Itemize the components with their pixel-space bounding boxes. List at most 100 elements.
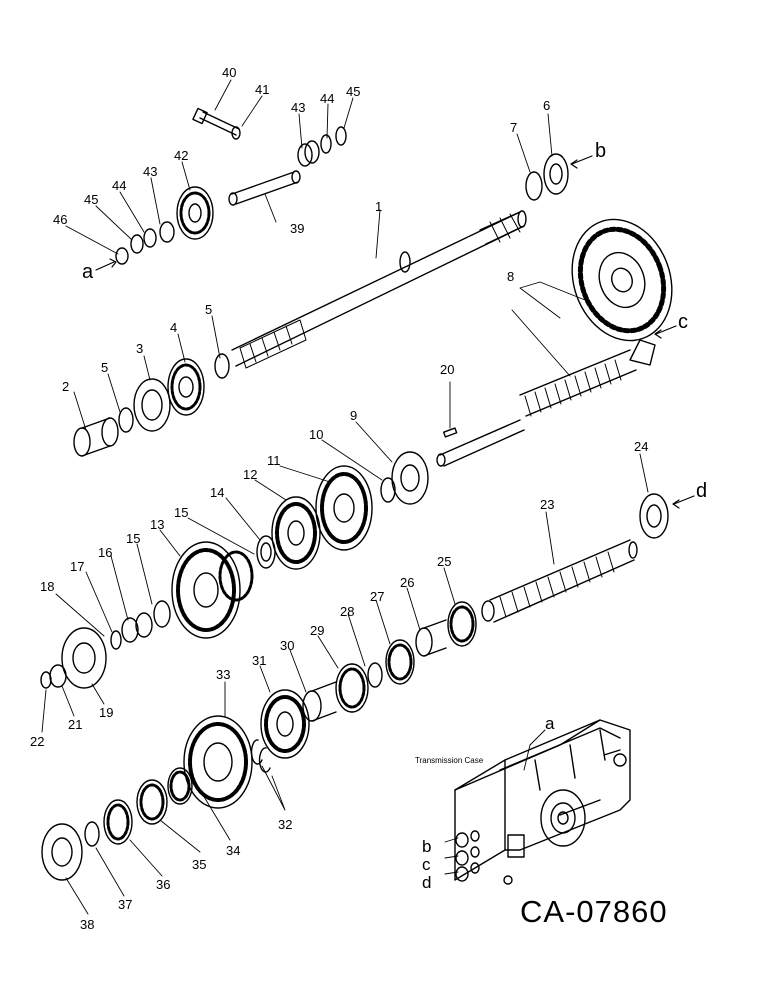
callout-10: 10 — [309, 427, 324, 442]
part-1-main-shaft — [231, 210, 527, 369]
part-38-bearing — [41, 823, 83, 881]
callout-21: 21 — [68, 717, 83, 732]
callout-25: 25 — [437, 554, 452, 569]
part-8-bevel-gear — [436, 218, 673, 467]
mating-point-c: c — [678, 311, 688, 333]
callout-12: 12 — [243, 467, 258, 482]
callout-40: 40 — [222, 65, 237, 80]
callout-23: 23 — [540, 497, 555, 512]
callout-34: 34 — [226, 843, 241, 858]
callout-30: 30 — [280, 638, 295, 653]
callout-39: 39 — [290, 221, 305, 236]
part-43-bearing-lower — [159, 221, 175, 243]
inset-caption: Transmission Case — [415, 756, 484, 765]
callout-33: 33 — [216, 667, 231, 682]
callout-5b: 5 — [101, 360, 109, 375]
callout-45a: 45 — [346, 84, 361, 99]
part-5-ring-b — [118, 407, 134, 433]
part-46-bushing — [115, 247, 129, 265]
callout-26: 26 — [400, 575, 415, 590]
transmission-case-inset — [444, 719, 631, 885]
mating-point-d: d — [696, 480, 708, 502]
inset-point-d: d — [422, 873, 432, 892]
callout-44b: 44 — [112, 178, 127, 193]
part-9-bearing — [391, 451, 429, 505]
callout-24: 24 — [634, 439, 649, 454]
part-29-gear — [335, 663, 369, 713]
part-22-nut — [40, 671, 52, 689]
part-31-gear — [260, 689, 310, 759]
part-21-nut — [49, 664, 67, 688]
part-6-bearing — [543, 153, 569, 195]
callout-8: 8 — [507, 269, 515, 284]
part-3-bearing — [133, 378, 171, 432]
arrow-c — [654, 325, 677, 339]
part-12-gear — [271, 496, 321, 570]
part-33-gear — [183, 715, 253, 809]
callout-14: 14 — [210, 485, 225, 500]
part-37-ring — [84, 821, 100, 847]
leader-lines — [41, 79, 649, 915]
part-25-gear — [447, 601, 477, 647]
part-2-bushing — [73, 417, 119, 457]
part-16-spacer — [121, 612, 153, 643]
part-35-gear — [136, 779, 168, 825]
part-41-washer — [231, 126, 241, 140]
part-44-washer-lower — [143, 228, 157, 248]
arrow-b — [570, 155, 593, 169]
callout-46: 46 — [53, 212, 68, 227]
part-40-bolt — [192, 107, 240, 136]
arrow-d — [672, 495, 695, 509]
callout-15a: 15 — [174, 505, 189, 520]
callout-29: 29 — [310, 623, 325, 638]
part-45-ring-lower — [130, 234, 144, 254]
callout-31: 31 — [252, 653, 267, 668]
part-27-gear — [385, 639, 415, 685]
callout-3: 3 — [136, 341, 144, 356]
part-30-spacer — [302, 681, 337, 722]
callout-11: 11 — [267, 453, 281, 468]
part-44-washer-upper — [320, 134, 332, 154]
callout-28: 28 — [340, 604, 355, 619]
callout-41: 41 — [255, 82, 270, 97]
part-39-shaft — [228, 170, 301, 206]
inset-point-a: a — [545, 714, 555, 733]
part-19-bearing — [61, 627, 107, 689]
callout-37: 37 — [118, 897, 133, 912]
part-42-gear — [176, 186, 214, 240]
callout-16: 16 — [98, 545, 113, 560]
callout-1: 1 — [375, 199, 383, 214]
arrow-a — [95, 258, 117, 271]
part-10-ring — [380, 477, 396, 503]
callout-6: 6 — [543, 98, 551, 113]
inset-point-c: c — [422, 855, 431, 874]
part-17-ring — [110, 630, 122, 650]
callout-20: 20 — [440, 362, 455, 377]
callout-44a: 44 — [320, 91, 335, 106]
callout-18: 18 — [40, 579, 55, 594]
callout-35: 35 — [192, 857, 207, 872]
part-23-shaft — [481, 539, 638, 623]
callout-43a: 43 — [291, 100, 306, 115]
callout-32: 32 — [278, 817, 293, 832]
mating-point-a: a — [82, 261, 94, 283]
part-32-snap-rings — [250, 739, 271, 773]
callout-2: 2 — [62, 379, 70, 394]
part-28-spacer — [367, 662, 383, 688]
callout-15b: 15 — [126, 531, 141, 546]
callout-43b: 43 — [143, 164, 158, 179]
callout-45b: 45 — [84, 192, 99, 207]
callout-13: 13 — [150, 517, 165, 532]
part-26-spacer — [415, 619, 447, 657]
callout-22: 22 — [30, 734, 45, 749]
callout-42: 42 — [174, 148, 189, 163]
callout-7: 7 — [510, 120, 518, 135]
part-15-bearing-b — [153, 600, 171, 628]
part-24-bearing — [639, 493, 669, 539]
inset-point-b: b — [422, 837, 432, 856]
part-34-gear — [167, 767, 193, 805]
callout-36: 36 — [156, 877, 171, 892]
part-5-ring-a — [214, 353, 230, 379]
